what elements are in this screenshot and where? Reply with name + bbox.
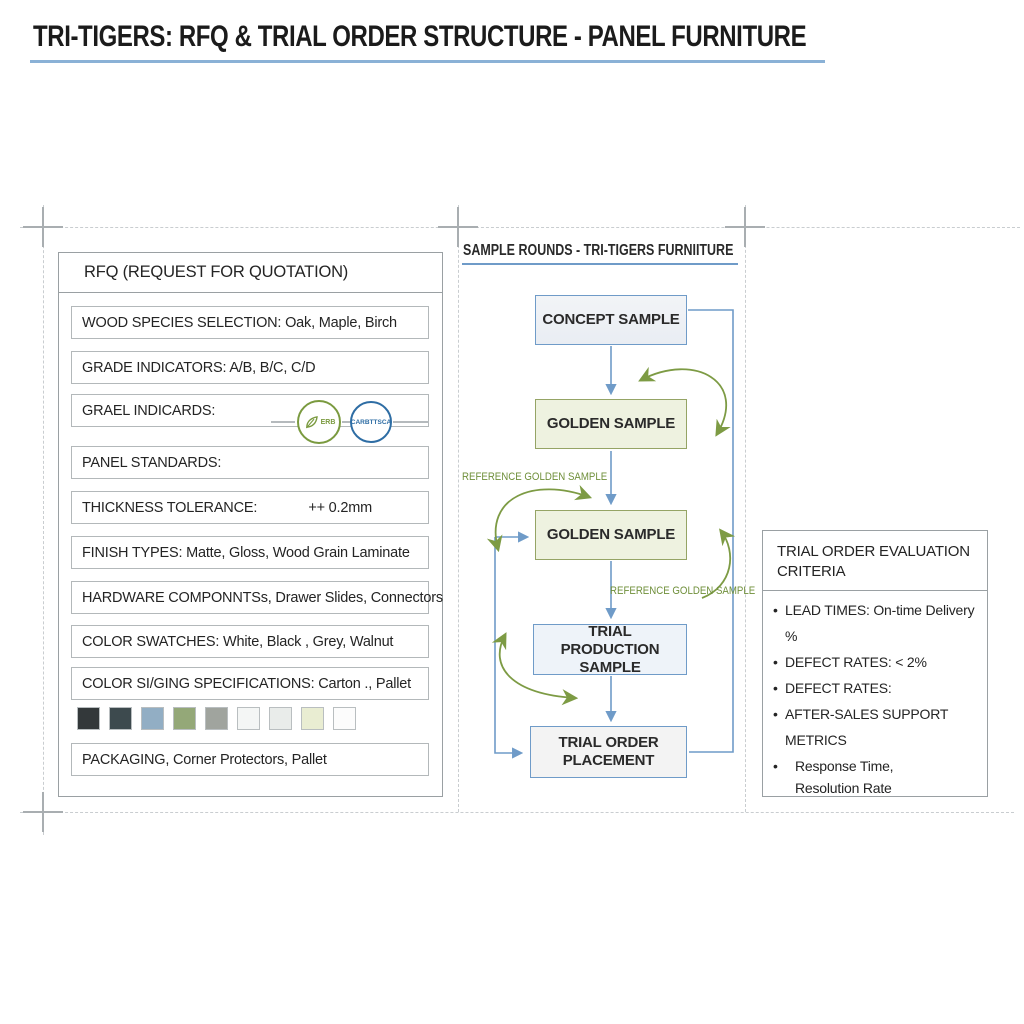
flow-node-golden-sample-1: GOLDEN SAMPLE <box>535 399 687 449</box>
color-swatch <box>77 707 100 730</box>
rfq-item-panel-standards: PANEL STANDARDS: <box>71 446 429 479</box>
guide-line-mid <box>458 205 459 812</box>
flow-node-trial-production: TRIAL PRODUCTION SAMPLE <box>533 623 687 676</box>
guide-line-top <box>20 227 1020 228</box>
guide-line-bottom <box>20 812 1014 813</box>
criteria-panel-header: TRIAL ORDER EVALUATION CRITERIA <box>763 531 987 591</box>
rfq-item-color-specs: COLOR SI/GING SPECIFICATIONS: Carton ., … <box>71 667 429 700</box>
color-swatch <box>141 707 164 730</box>
criteria-item-response-resolution: Response Time, Resolution Rate <box>771 753 983 799</box>
flow-node-trial-order: TRIAL ORDER PLACEMENT <box>530 726 687 778</box>
rfq-item-wood-species: WOOD SPECIES SELECTION: Oak, Maple, Birc… <box>71 306 429 339</box>
thickness-value: ++ 0.2mm <box>308 499 372 516</box>
rfq-item-packaging: PACKAGING, Corner Protectors, Pallet <box>71 743 429 776</box>
carb-badge-label: CARBTTSCA <box>350 418 392 426</box>
flow-header-underline <box>462 263 738 265</box>
badge-connector-line <box>393 421 429 423</box>
color-swatch <box>301 707 324 730</box>
rfq-item-hardware: HARDWARE COMPONNTSs, Drawer Slides, Conn… <box>71 581 443 614</box>
flow-node-concept-sample: CONCEPT SAMPLE <box>535 295 687 345</box>
criteria-item-after-sales: AFTER-SALES SUPPORT METRICS <box>771 701 983 753</box>
crop-tick <box>744 207 746 247</box>
page-title: TRI-TIGERS: RFQ & TRIAL ORDER STRUCTURE … <box>33 20 807 53</box>
rfq-panel: RFQ (REQUEST FOR QUOTATION) WOOD SPECIES… <box>58 252 443 797</box>
rfq-item-thickness: THICKNESS TOLERANCE: ++ 0.2mm <box>71 491 429 524</box>
rfq-item-label: THICKNESS TOLERANCE: <box>82 499 258 516</box>
rfq-item-finish-types: FINISH TYPES: Matte, Gloss, Wood Grain L… <box>71 536 429 569</box>
eco-cert-badge: ERB <box>297 400 341 444</box>
color-swatch <box>205 707 228 730</box>
color-swatch <box>109 707 132 730</box>
rfq-panel-header: RFQ (REQUEST FOR QUOTATION) <box>59 253 442 293</box>
rfq-item-color-swatches: COLOR SWATCHES: White, Black , Grey, Wal… <box>71 625 429 658</box>
color-swatch <box>269 707 292 730</box>
rfq-item-label: GRAEL INDICARDS: <box>82 402 216 419</box>
reference-golden-sample-label-1: REFERENCE GOLDEN SAMPLE <box>462 471 608 483</box>
crop-tick <box>42 792 44 832</box>
guide-line-left <box>43 205 44 835</box>
criteria-item-defect-rate: DEFECT RATES: < 2% <box>771 649 983 675</box>
guide-line-right <box>745 205 746 812</box>
eco-badge-label: ERB <box>320 418 336 426</box>
leaf-icon <box>305 415 318 428</box>
rfq-item-grade-indicators: GRADE INDICATORS: A/B, B/C, C/D <box>71 351 429 384</box>
criteria-list: LEAD TIMES: On-time Delivery % DEFECT RA… <box>771 597 983 799</box>
badge-connector-line <box>342 421 350 423</box>
carb-cert-badge: CARBTTSCA <box>350 401 392 443</box>
crop-tick <box>42 207 44 247</box>
color-swatch <box>173 707 196 730</box>
criteria-panel: TRIAL ORDER EVALUATION CRITERIA LEAD TIM… <box>762 530 988 797</box>
flow-node-golden-sample-2: GOLDEN SAMPLE <box>535 510 687 560</box>
title-underline <box>30 60 825 63</box>
color-swatch-row <box>77 707 356 730</box>
flow-panel-header: SAMPLE ROUNDS - TRI-TIGERS FURNIITURE <box>463 242 734 259</box>
criteria-item-lead-times: LEAD TIMES: On-time Delivery % <box>771 597 983 649</box>
color-swatch <box>333 707 356 730</box>
criteria-item-defect-rate-2: DEFECT RATES: <box>771 675 983 701</box>
color-swatch <box>237 707 260 730</box>
badge-connector-line <box>271 421 295 423</box>
crop-tick <box>457 207 459 247</box>
reference-golden-sample-label-2: REFERENCE GOLDEN SAMPLE <box>610 585 756 597</box>
